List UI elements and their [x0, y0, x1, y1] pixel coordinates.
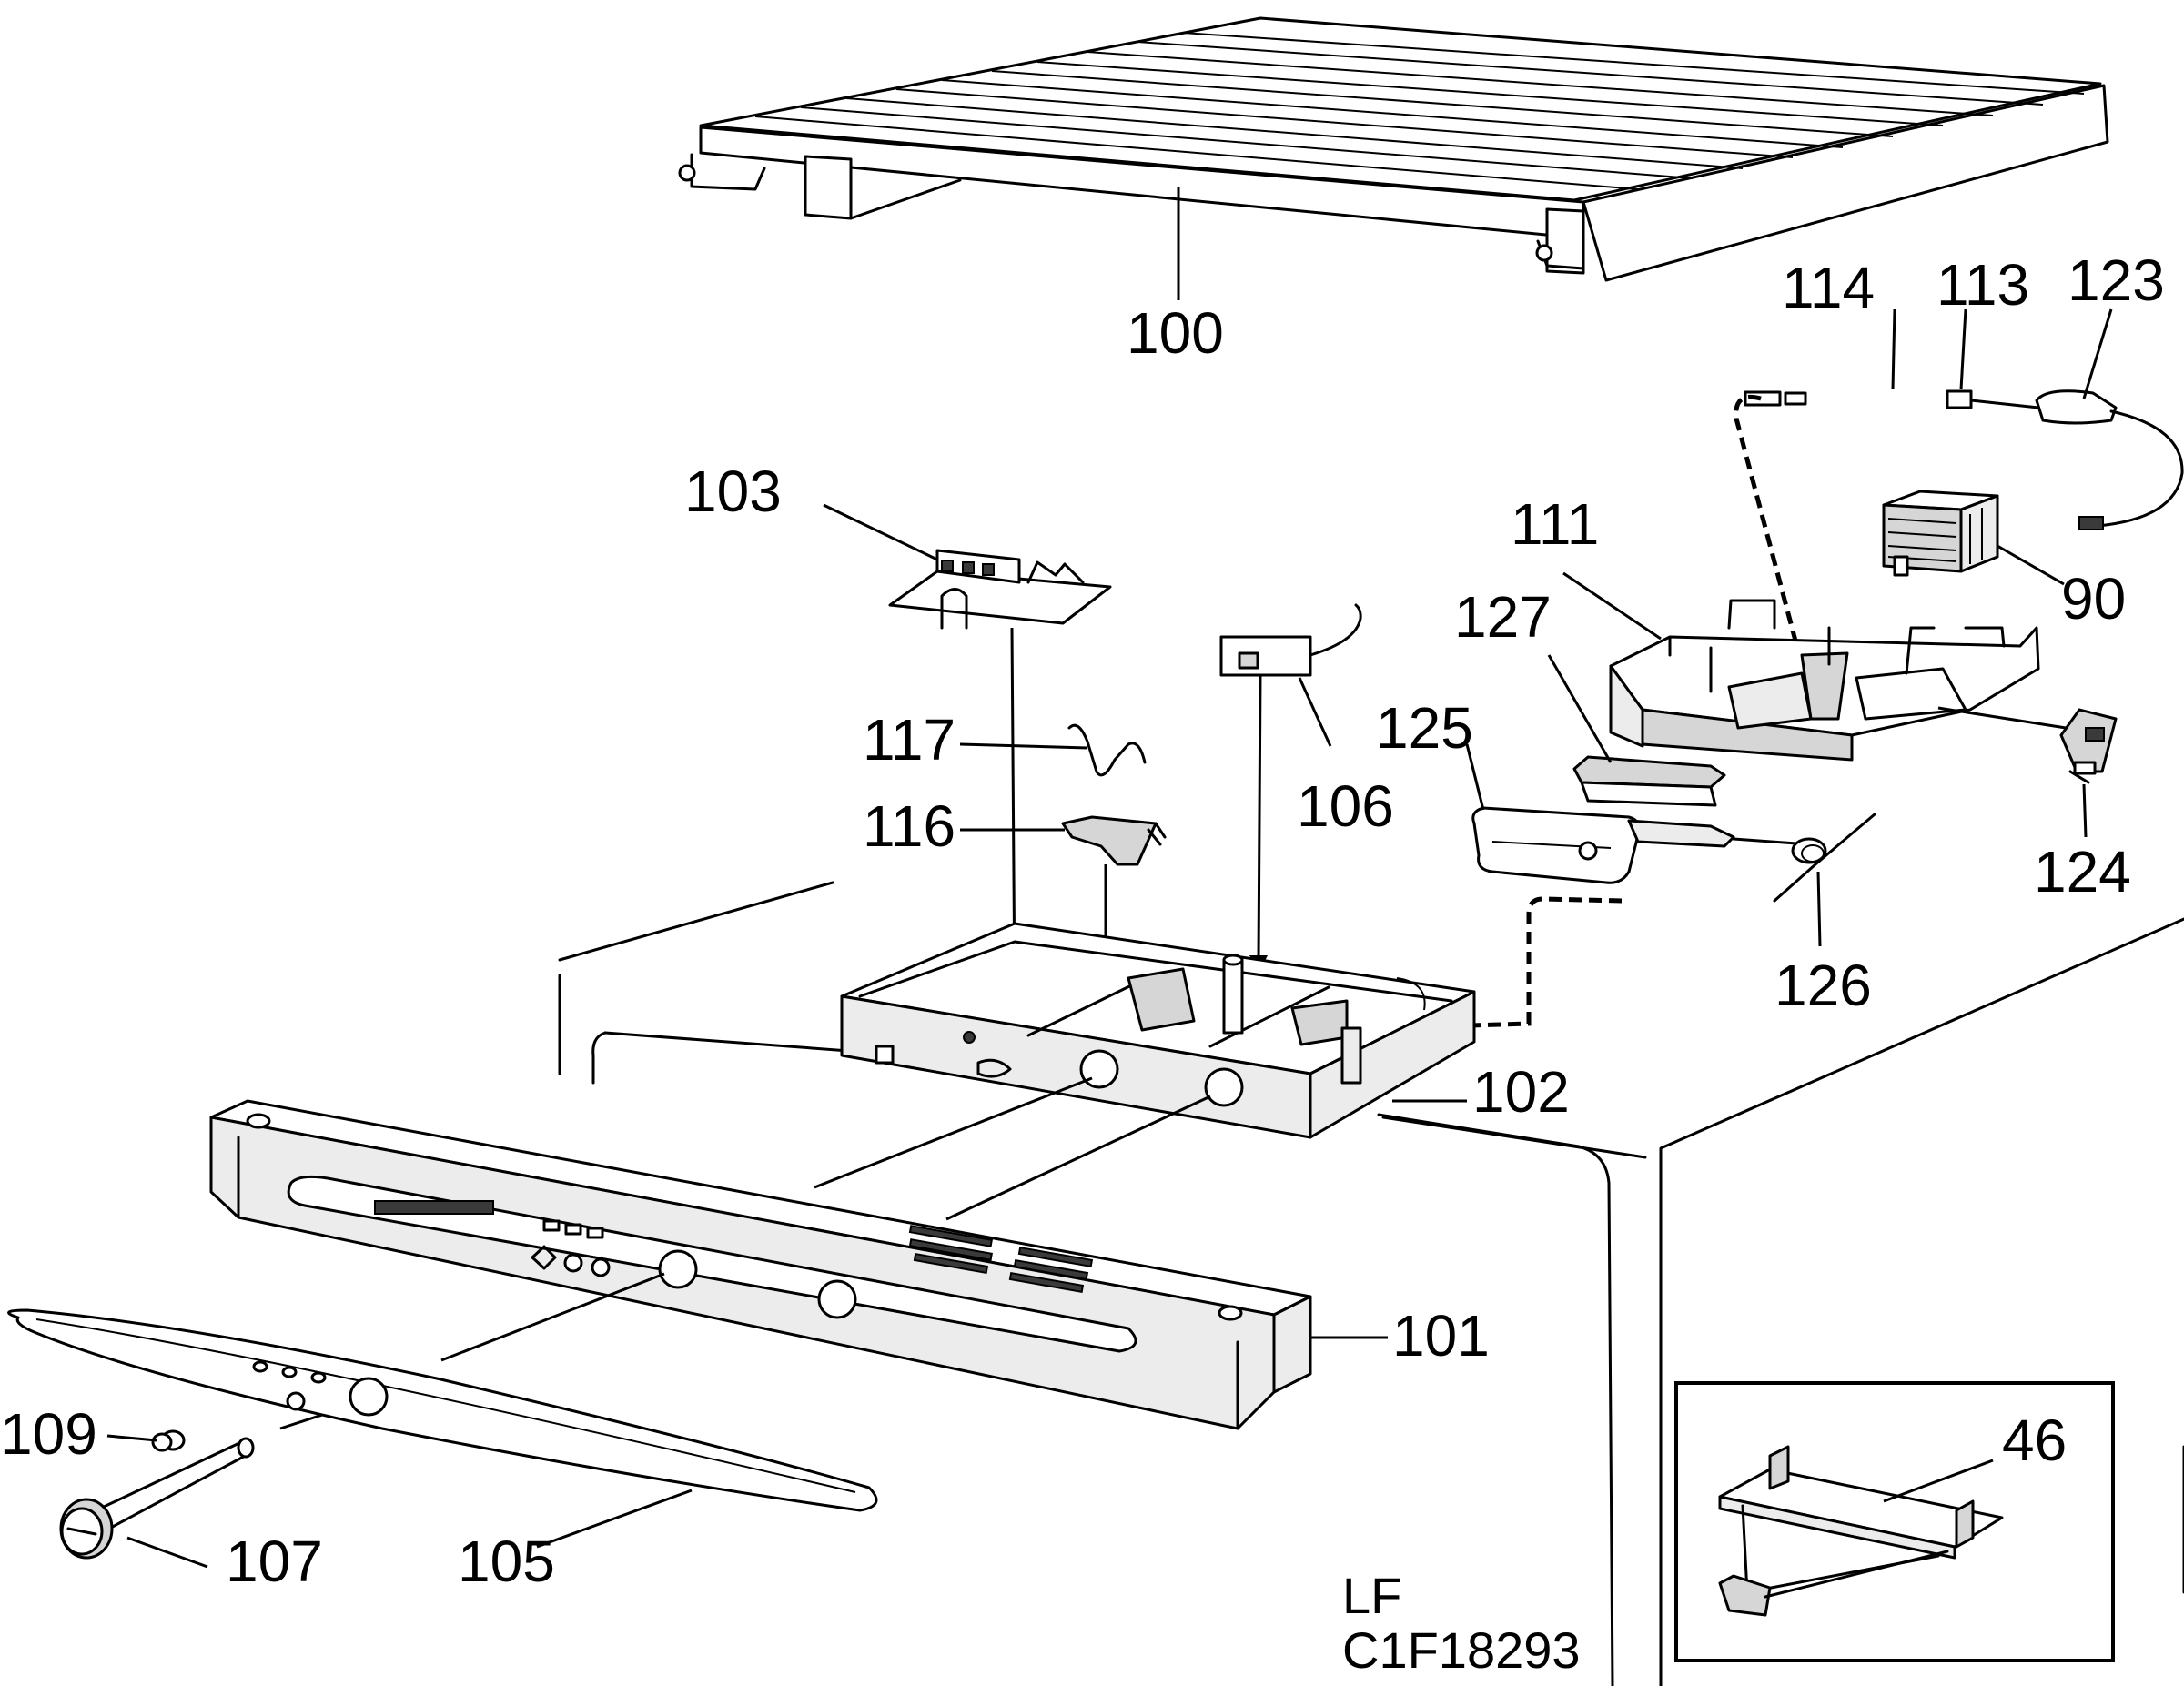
- label-124: 124: [2034, 839, 2131, 904]
- label-113: 113: [1936, 252, 2029, 318]
- label-100: 100: [1127, 300, 1224, 366]
- inset-detail-box: [1674, 1381, 2115, 1662]
- part-106-switch: [1219, 603, 1362, 677]
- cabinet-outline: [558, 881, 2184, 1686]
- part-123-cable-plug: [1744, 389, 2184, 530]
- part-117-spring: [1067, 723, 1147, 777]
- label-125: 125: [1376, 695, 1473, 761]
- part-109-bushing: [151, 1429, 186, 1452]
- part-126-spring: [1732, 813, 1876, 903]
- label-116: 116: [863, 793, 956, 859]
- label-109: 109: [0, 1401, 97, 1467]
- label-46: 46: [2002, 1408, 2067, 1473]
- label-105: 105: [458, 1529, 555, 1594]
- part-90-transformer: [1882, 490, 1999, 577]
- label-103: 103: [684, 459, 782, 524]
- diagram-code-line2: C1F18293: [1342, 1621, 1581, 1679]
- label-90: 90: [2061, 566, 2126, 631]
- label-101: 101: [1392, 1303, 1490, 1368]
- label-111: 111: [1511, 491, 1599, 557]
- part-116-bracket: [1061, 815, 1167, 866]
- label-117: 117: [863, 707, 956, 772]
- part-100-shelf: [678, 16, 2109, 282]
- label-102: 102: [1472, 1059, 1570, 1125]
- label-114: 114: [1782, 255, 1875, 320]
- label-123: 123: [2068, 247, 2165, 313]
- part-111-housing: [1609, 599, 2040, 762]
- part-105-trim: [7, 1308, 878, 1512]
- part-102-box: [840, 922, 1476, 1139]
- part-125-flap: [1471, 806, 1735, 884]
- part-124-hinge: [2059, 708, 2118, 784]
- label-126: 126: [1774, 953, 1872, 1018]
- label-107: 107: [226, 1529, 323, 1594]
- label-106: 106: [1297, 773, 1394, 839]
- part-127-cover: [1572, 755, 1726, 807]
- label-127: 127: [1454, 584, 1552, 650]
- diagram-code-line1: LF: [1342, 1567, 1401, 1624]
- part-103-connector: [888, 549, 1112, 630]
- part-101-panel: [209, 1099, 1312, 1430]
- part-107-knob: [59, 1437, 255, 1560]
